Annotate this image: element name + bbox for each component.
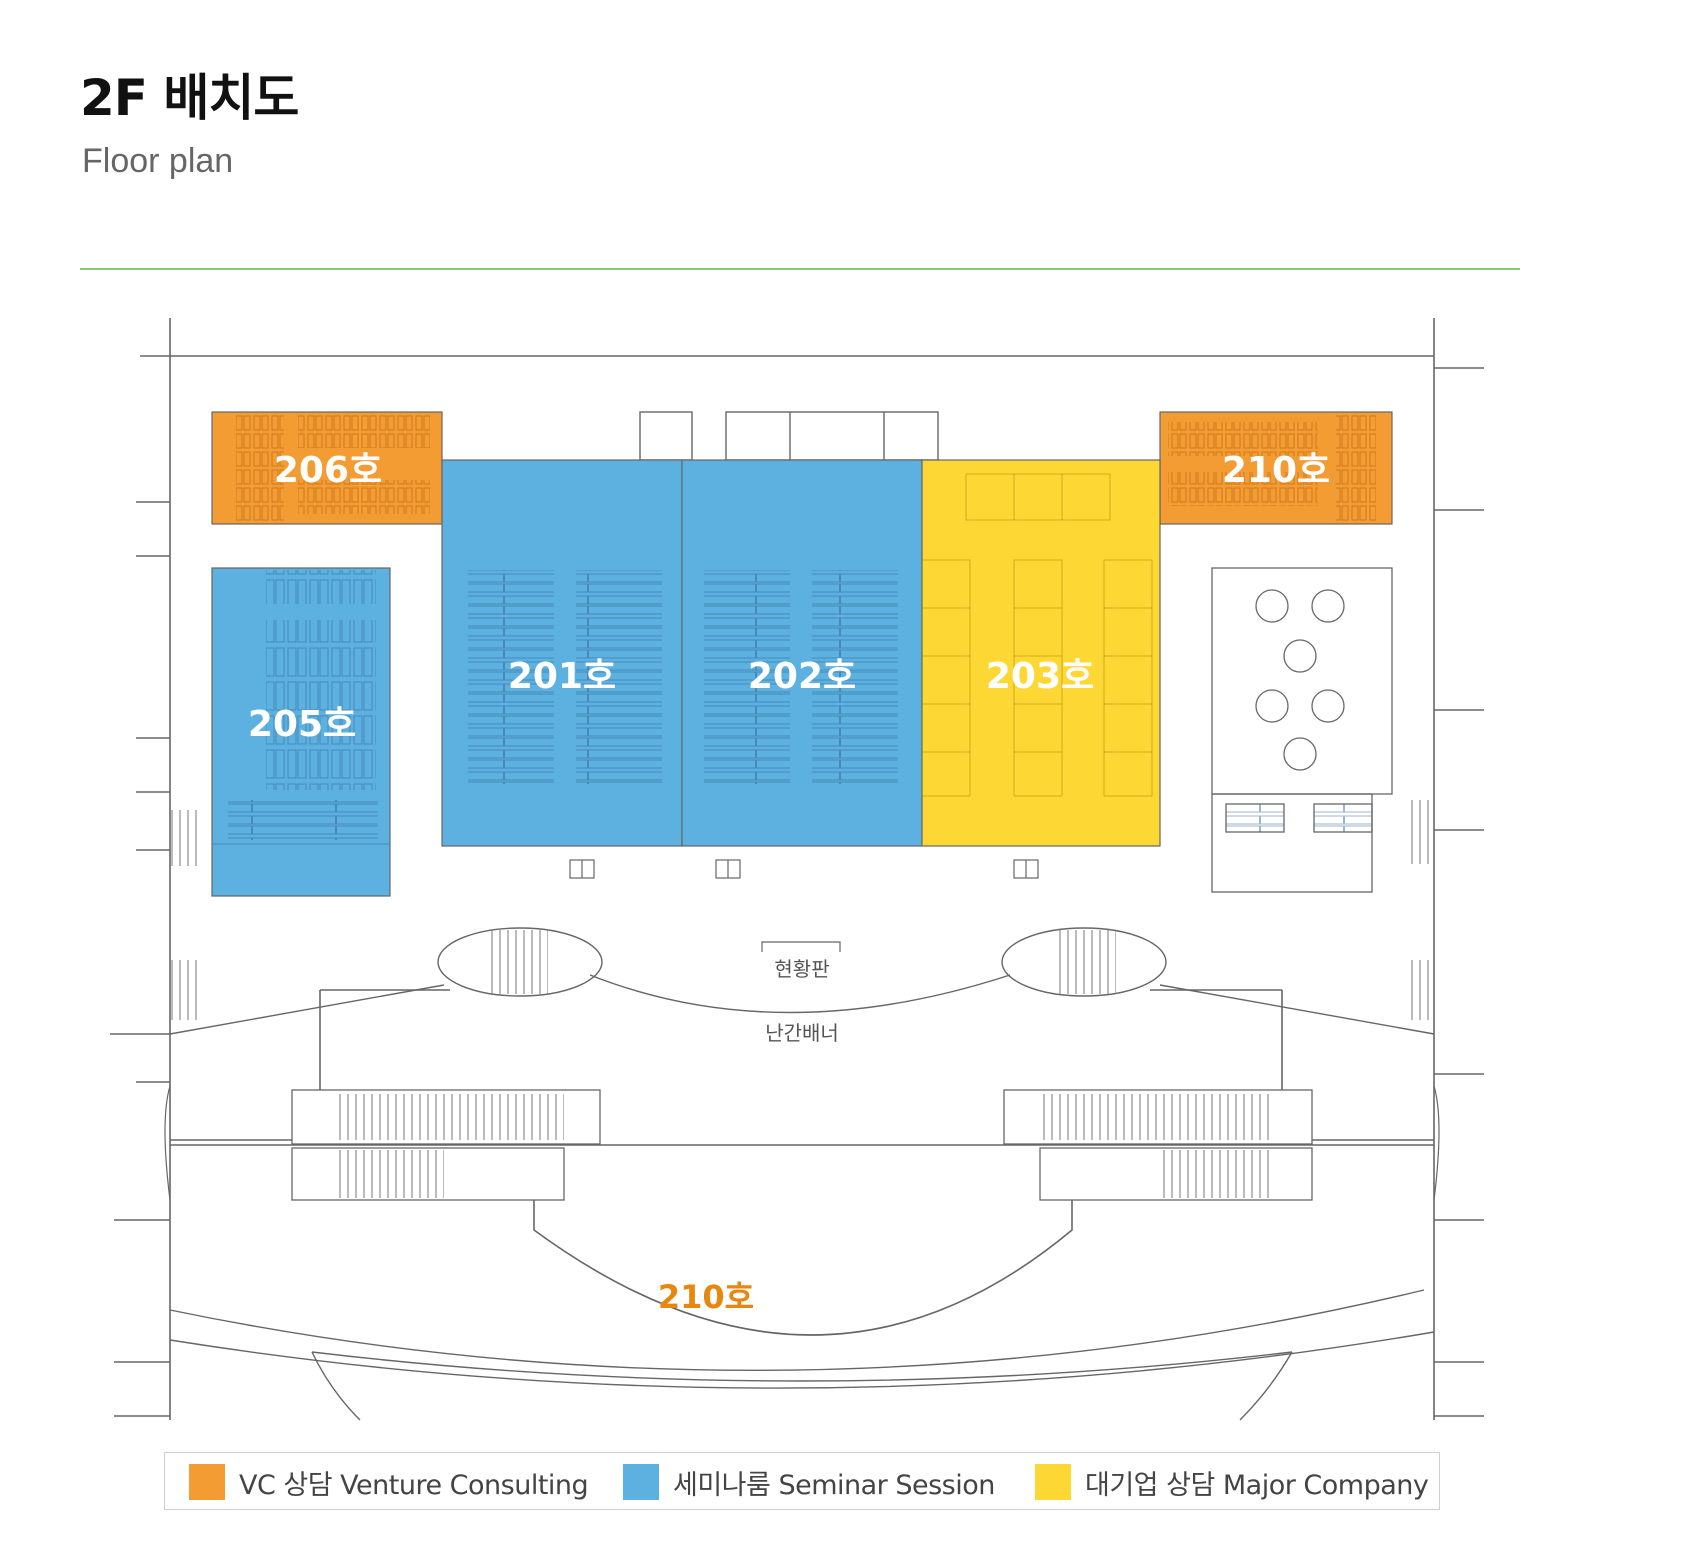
side-stairs — [164, 800, 1440, 1201]
room-203 — [921, 459, 1161, 847]
legend-label-seminar: 세미나룸 Seminar Session — [673, 1469, 995, 1501]
header-divider — [80, 268, 1520, 270]
room-210-top — [1159, 411, 1393, 525]
legend-item-major: 대기업 상담 Major Company — [1035, 1464, 1429, 1501]
banquet-room — [1211, 567, 1393, 893]
spiral-stairs — [169, 927, 1435, 1035]
legend-item-seminar: 세미나룸 Seminar Session — [623, 1464, 995, 1501]
legend-label-vc: VC 상담 Venture Consulting — [239, 1469, 589, 1501]
legend-label-major: 대기업 상담 Major Company — [1085, 1469, 1429, 1501]
label-203: 203호 — [986, 656, 1094, 697]
legend: VC 상담 Venture Consulting 세미나룸 Seminar Se… — [164, 1452, 1440, 1510]
label-205: 205호 — [248, 704, 356, 745]
page-subtitle: Floor plan — [82, 142, 234, 180]
room-labels: 206호 210호 201호 202호 203호 205호 210호 현황판 난… — [248, 450, 1330, 1316]
legend-swatch-seminar — [623, 1464, 659, 1500]
label-210-bottom: 210호 — [658, 1278, 754, 1316]
curved-facade — [169, 1289, 1435, 1421]
room-202 — [681, 459, 923, 847]
label-210-top: 210호 — [1222, 450, 1330, 491]
legend-item-vc: VC 상담 Venture Consulting — [189, 1464, 589, 1501]
label-202: 202호 — [748, 656, 856, 697]
label-206: 206호 — [274, 450, 382, 491]
status-board-label: 현황판 — [774, 957, 829, 981]
room-203-area — [921, 459, 1161, 847]
legend-swatch-vc — [189, 1464, 225, 1500]
fixtures — [569, 859, 1039, 952]
label-201: 201호 — [508, 656, 616, 697]
railing-banner-label: 난간배너 — [765, 1021, 839, 1045]
escalators — [291, 1089, 1313, 1201]
page-title: 2F 배치도 — [80, 69, 299, 127]
room-201 — [441, 459, 683, 847]
room-205 — [211, 567, 391, 897]
legend-swatch-major — [1035, 1464, 1071, 1500]
service-rooms — [639, 411, 939, 461]
